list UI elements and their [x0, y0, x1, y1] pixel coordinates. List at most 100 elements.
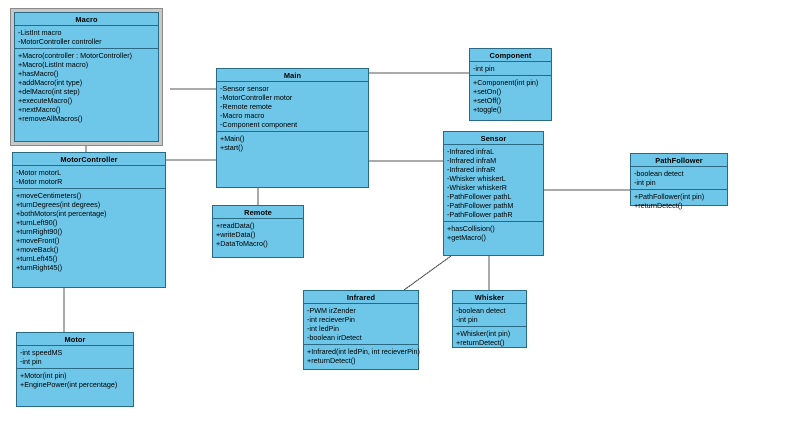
class-methods-pathfollower: +PathFollower(int pin) +returnDetect() [631, 190, 727, 212]
method-row: +DataToMacro() [216, 239, 268, 249]
class-attributes-sensor: -Infrared infraL -Infrared infraM -Infra… [444, 145, 543, 223]
method-row: +setOn() [473, 87, 502, 97]
class-attributes-main: -Sensor sensor -MotorController motor -R… [217, 82, 368, 133]
class-attributes-motorcontroller: -Motor motorL -Motor motorR [13, 166, 165, 190]
class-title-motor: Motor [17, 333, 133, 347]
connector-sensor-infrared [403, 255, 452, 291]
class-attributes-whisker: -boolean detect -int pin [453, 304, 526, 328]
method-row: +toggle() [473, 105, 502, 115]
attribute-row: -int pin [634, 178, 656, 188]
class-attributes-motor: -int speedMS -int pin [17, 346, 133, 370]
class-title-infrared: Infrared [304, 291, 418, 305]
method-row: +moveBack() [16, 245, 59, 255]
class-methods-remote: +readData() +writeData() +DataToMacro() [213, 219, 303, 250]
method-row: +bothMotors(int percentage) [16, 209, 107, 219]
method-row: +start() [220, 143, 243, 153]
class-methods-motorcontroller: +moveCentimeters() +turnDegrees(int degr… [13, 189, 165, 274]
attribute-row: -boolean detect [456, 306, 506, 316]
class-box-sensor[interactable]: Sensor -Infrared infraL -Infrared infraM… [443, 131, 544, 256]
method-row: +Component(int pin) [473, 78, 539, 88]
class-attributes-macro: -ListInt macro -MotorController controll… [15, 26, 158, 50]
method-row: +turnDegrees(int degrees) [16, 200, 101, 210]
class-attributes-pathfollower: -boolean detect -int pin [631, 167, 727, 191]
class-methods-motor: +Motor(int pin) +EnginePower(int percent… [17, 369, 133, 391]
attribute-row: -PWM irZender [307, 306, 356, 316]
class-title-sensor: Sensor [444, 132, 543, 146]
attribute-row: -PathFollower pathL [447, 192, 512, 202]
class-methods-component: +Component(int pin) +setOn() +setOff() +… [470, 76, 551, 116]
attribute-row: -Remote remote [220, 102, 272, 112]
attribute-row: -Macro macro [220, 111, 265, 121]
class-title-macro: Macro [15, 13, 158, 27]
class-box-component[interactable]: Component -int pin +Component(int pin) +… [469, 48, 552, 121]
method-row: +removeAllMacros() [18, 114, 83, 124]
attribute-row: -boolean detect [634, 169, 684, 179]
method-row: +turnLeft90() [16, 218, 58, 228]
class-title-whisker: Whisker [453, 291, 526, 305]
attribute-row: -MotorController motor [220, 93, 293, 103]
attribute-row: -MotorController controller [18, 37, 102, 47]
attribute-row: -int pin [456, 315, 478, 325]
attribute-row: -Motor motorL [16, 168, 62, 178]
class-box-infrared[interactable]: Infrared -PWM irZender -int recieverPin … [303, 290, 420, 370]
method-row: +writeData() [216, 230, 256, 240]
method-row: +Whisker(int pin) [456, 329, 511, 339]
class-attributes-infrared: -PWM irZender -int recieverPin -int ledP… [304, 304, 418, 346]
class-box-remote[interactable]: Remote +readData() +writeData() +DataToM… [212, 205, 304, 258]
method-row: +Macro(controller : MotorController) [18, 51, 133, 61]
method-row: +turnRight90() [16, 227, 63, 237]
class-box-motorcontroller[interactable]: MotorController -Motor motorL -Motor mot… [12, 152, 166, 288]
method-row: +addMacro(int type) [18, 78, 83, 88]
class-methods-main: +Main() +start() [217, 132, 368, 154]
attribute-row: -int recieverPin [307, 315, 355, 325]
attribute-row: -Motor motorR [16, 177, 63, 187]
attribute-row: -Sensor sensor [220, 84, 269, 94]
method-row: +nextMacro() [18, 105, 61, 115]
attribute-row: -Whisker whiskerR [447, 183, 507, 193]
attribute-row: -Infrared infraR [447, 165, 496, 175]
attribute-row: -int ledPin [307, 324, 339, 334]
method-row: +returnDetect() [307, 356, 356, 366]
class-title-motorcontroller: MotorController [13, 153, 165, 167]
method-row: +Infrared(int ledPin, int recieverPin) [307, 347, 420, 357]
class-methods-macro: +Macro(controller : MotorController) +Ma… [15, 49, 158, 125]
class-title-main: Main [217, 69, 368, 83]
method-row: +readData() [216, 221, 255, 231]
attribute-row: -Component component [220, 120, 298, 130]
attribute-row: -int pin [473, 64, 495, 74]
method-row: +Macro(ListInt macro) [18, 60, 89, 70]
method-row: +turnRight45() [16, 263, 63, 273]
method-row: +getMacro() [447, 233, 486, 243]
attribute-row: -boolean irDetect [307, 333, 362, 343]
method-row: +turnLeft45() [16, 254, 58, 264]
attribute-row: -Whisker whiskerL [447, 174, 506, 184]
method-row: +EnginePower(int percentage) [20, 380, 118, 390]
attribute-row: -PathFollower pathM [447, 201, 514, 211]
method-row: +executeMacro() [18, 96, 73, 106]
method-row: +hasMacro() [18, 69, 59, 79]
attribute-row: -int speedMS [20, 348, 63, 358]
class-methods-sensor: +hasCollision() +getMacro() [444, 222, 543, 244]
class-box-main[interactable]: Main -Sensor sensor -MotorController mot… [216, 68, 369, 188]
attribute-row: -int pin [20, 357, 42, 367]
class-box-motor[interactable]: Motor -int speedMS -int pin +Motor(int p… [16, 332, 134, 407]
attribute-row: -PathFollower pathR [447, 210, 513, 220]
class-attributes-component: -int pin [470, 62, 551, 77]
attribute-row: -Infrared infraL [447, 147, 495, 157]
attribute-row: -Infrared infraM [447, 156, 497, 166]
method-row: +Motor(int pin) [20, 371, 67, 381]
class-box-whisker[interactable]: Whisker -boolean detect -int pin +Whiske… [452, 290, 527, 348]
class-title-remote: Remote [213, 206, 303, 220]
class-box-macro[interactable]: Macro -ListInt macro -MotorController co… [14, 12, 159, 142]
class-methods-infrared: +Infrared(int ledPin, int recieverPin) +… [304, 345, 420, 367]
method-row: +Main() [220, 134, 245, 144]
class-box-pathfollower[interactable]: PathFollower -boolean detect -int pin +P… [630, 153, 728, 209]
method-row: +returnDetect() [456, 338, 505, 348]
class-title-component: Component [470, 49, 551, 63]
class-title-pathfollower: PathFollower [631, 154, 727, 168]
method-row: +hasCollision() [447, 224, 495, 234]
method-row: +moveFront() [16, 236, 60, 246]
method-row: +returnDetect() [634, 201, 683, 211]
method-row: +delMacro(int step) [18, 87, 80, 97]
